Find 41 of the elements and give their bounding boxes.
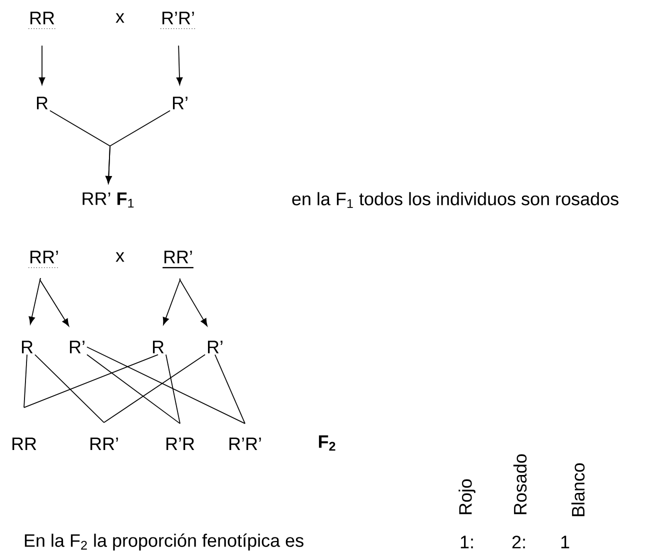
genotype-text: R xyxy=(36,96,48,110)
genotype-text: R xyxy=(22,340,33,354)
column-header: Rosado xyxy=(513,454,527,514)
genotype-text: R’R xyxy=(166,438,194,450)
ratio-value: 2: xyxy=(512,536,525,548)
genotype-text: R xyxy=(152,340,164,354)
column-header: Rojo xyxy=(458,479,476,514)
genotype-text: RR’ xyxy=(164,250,192,264)
genotype-text: RR’ xyxy=(30,250,58,264)
arrow xyxy=(40,278,70,326)
connector-line xyxy=(86,354,180,424)
ratio-value: 1: xyxy=(460,536,473,548)
connector-line xyxy=(34,354,104,423)
arrow xyxy=(106,110,170,184)
genotype-text: RR’ xyxy=(90,438,118,450)
genotype-text: RR’ F$_{1}$ xyxy=(82,192,134,208)
arrow xyxy=(179,278,208,326)
cross-symbol: x xyxy=(116,13,124,23)
genotype-text: R’ xyxy=(70,340,84,354)
genotype-text: R’ xyxy=(208,340,222,354)
note-text: en la F$_{1}$ todos los individuos son rosados xyxy=(292,192,618,208)
connector-line xyxy=(24,354,28,408)
arrow xyxy=(162,278,180,325)
genotype-text: RR xyxy=(30,12,54,24)
connector-line xyxy=(104,354,206,423)
connector-line xyxy=(166,354,180,424)
cross-symbol: x xyxy=(116,252,124,262)
genotype-text: RR xyxy=(12,438,36,450)
note-text: En la F$_{2}$ la proporción fenotípica es xyxy=(24,534,304,550)
ratio-value: 1 xyxy=(561,536,570,548)
genotype-text: R’R’ xyxy=(162,12,194,24)
generation-label: F$_{2}$ xyxy=(318,435,336,451)
arrow xyxy=(176,45,183,86)
column-header: Blanco xyxy=(571,463,585,516)
arrow xyxy=(28,278,41,324)
genotype-text: R’ xyxy=(172,96,188,110)
connector-line xyxy=(24,354,158,408)
arrow xyxy=(38,45,46,86)
connector-line xyxy=(86,346,246,424)
connector-line xyxy=(214,354,246,424)
genotype-text: R’R’ xyxy=(229,438,261,450)
